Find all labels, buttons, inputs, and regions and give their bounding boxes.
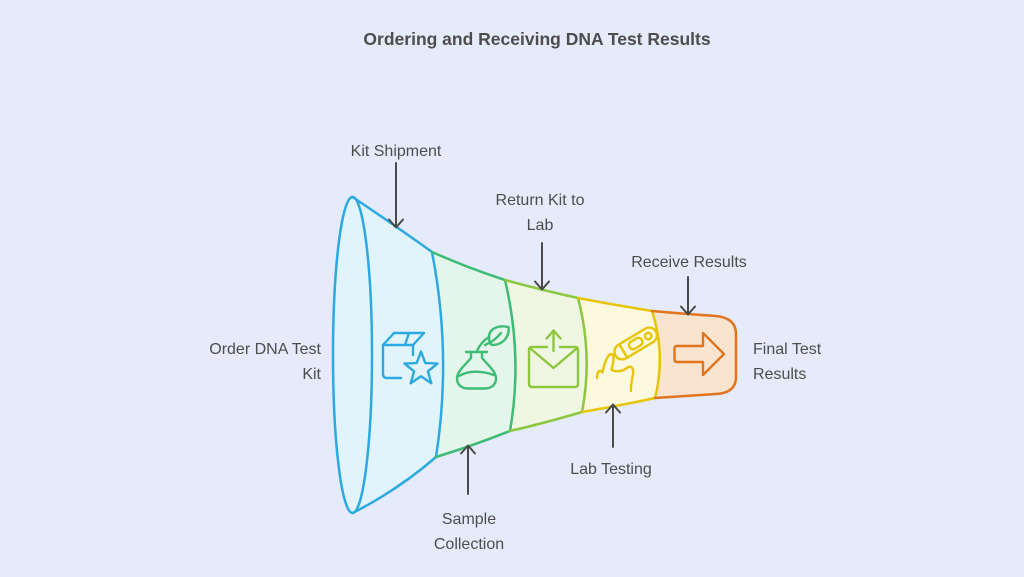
output-label-final-results: Final Test Results (753, 341, 822, 383)
stage-label-kit-shipment: Kit Shipment (350, 143, 442, 160)
stage-edge-sample (430, 250, 517, 459)
arrow-right-icon (673, 331, 726, 377)
annotation-arrows (388, 162, 696, 495)
flask-leaf-icon (455, 325, 510, 390)
funnel-mouth (331, 195, 374, 515)
stage-shape-sample (432, 252, 516, 457)
envelope-upload-icon (527, 329, 580, 389)
stage-label-return-kit: Return Kit to Lab (495, 192, 585, 234)
lab-testing-arrow (605, 403, 621, 448)
stage-shape-order (352, 197, 444, 513)
stage-label-lab-testing: Lab Testing (570, 461, 652, 478)
stage-shape-results (652, 311, 736, 398)
stage-label-sample-collection: Sample Collection (433, 511, 505, 553)
package-star-icon (381, 331, 439, 385)
receive-results-arrow (680, 276, 696, 316)
stage-edge-results (650, 309, 738, 400)
stage-shape-lab (578, 298, 660, 412)
input-label-order-kit: Order DNA Test Kit (209, 341, 321, 383)
stage-edge-order (351, 195, 445, 515)
stage-shape-return (505, 280, 587, 431)
return-kit-arrow (534, 242, 550, 291)
stage-label-receive-results: Receive Results (631, 254, 747, 271)
kit-shipment-arrow (388, 162, 404, 229)
stage-edge-lab (576, 296, 662, 414)
stage-edge-return (503, 278, 588, 433)
test-device-icon (595, 326, 659, 393)
sample-collection-arrow (460, 444, 476, 495)
diagram-title: Ordering and Receiving DNA Test Results (363, 29, 711, 49)
